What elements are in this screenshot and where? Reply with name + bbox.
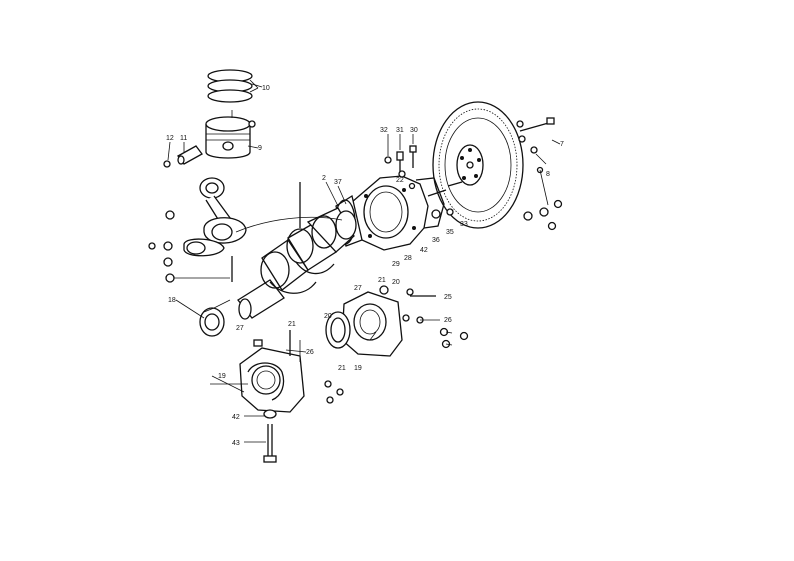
- callout-label: 28: [404, 255, 412, 262]
- connecting-rod: [148, 177, 343, 283]
- callout-label: 19: [218, 373, 226, 380]
- callout-label: 42: [232, 414, 240, 421]
- flywheel-bolts: [516, 117, 563, 231]
- callout-label: 43: [232, 440, 240, 447]
- callout-label: 9: [258, 145, 262, 152]
- callout-label: 21: [288, 321, 296, 328]
- flywheel: [432, 101, 524, 229]
- callout-label: 7: [560, 141, 564, 148]
- callout-label: 26: [306, 349, 314, 356]
- callout-label: 30: [410, 127, 418, 134]
- rear-carrier-hardware: [384, 145, 463, 216]
- callout-label: 42: [420, 247, 428, 254]
- callout-label: 22: [396, 177, 404, 184]
- callout-labels: 10 9 11 12 32 31 30 7 8 2 37 22 36 35 33…: [166, 85, 564, 447]
- callout-label: 19: [354, 365, 362, 372]
- main-bearing-cap-front: [210, 330, 305, 463]
- callout-label: 27: [354, 285, 362, 292]
- callout-label: 21: [338, 365, 346, 372]
- callout-label: 20: [392, 279, 400, 286]
- crankshaft: [237, 182, 357, 320]
- callout-label: 10: [262, 85, 270, 92]
- callout-label: 8: [546, 171, 550, 178]
- main-bearing-cap-rear: [324, 285, 469, 404]
- callout-label: 12: [166, 135, 174, 142]
- callout-label: 27: [236, 325, 244, 332]
- callout-label: 33: [460, 221, 468, 228]
- callout-label: 25: [444, 294, 452, 301]
- callout-label: 26: [444, 317, 452, 324]
- callout-label: 21: [378, 277, 386, 284]
- callout-label: 18: [168, 297, 176, 304]
- front-pulley-seal: [175, 299, 231, 337]
- callout-label: 31: [396, 127, 404, 134]
- callout-label: 35: [446, 229, 454, 236]
- leader-lines: [167, 83, 561, 443]
- piston: [205, 110, 256, 159]
- callout-label: 36: [432, 237, 440, 244]
- piston-pin-and-clips: [163, 145, 203, 168]
- rear-seal-carrier: [334, 175, 445, 251]
- callout-label: 29: [392, 261, 400, 268]
- piston-rings: [207, 69, 259, 103]
- callout-label: 11: [180, 135, 187, 142]
- callout-label: 37: [334, 179, 342, 186]
- callout-label: 2: [322, 175, 326, 182]
- callout-label: 20: [324, 313, 332, 320]
- callout-label: 32: [380, 127, 388, 134]
